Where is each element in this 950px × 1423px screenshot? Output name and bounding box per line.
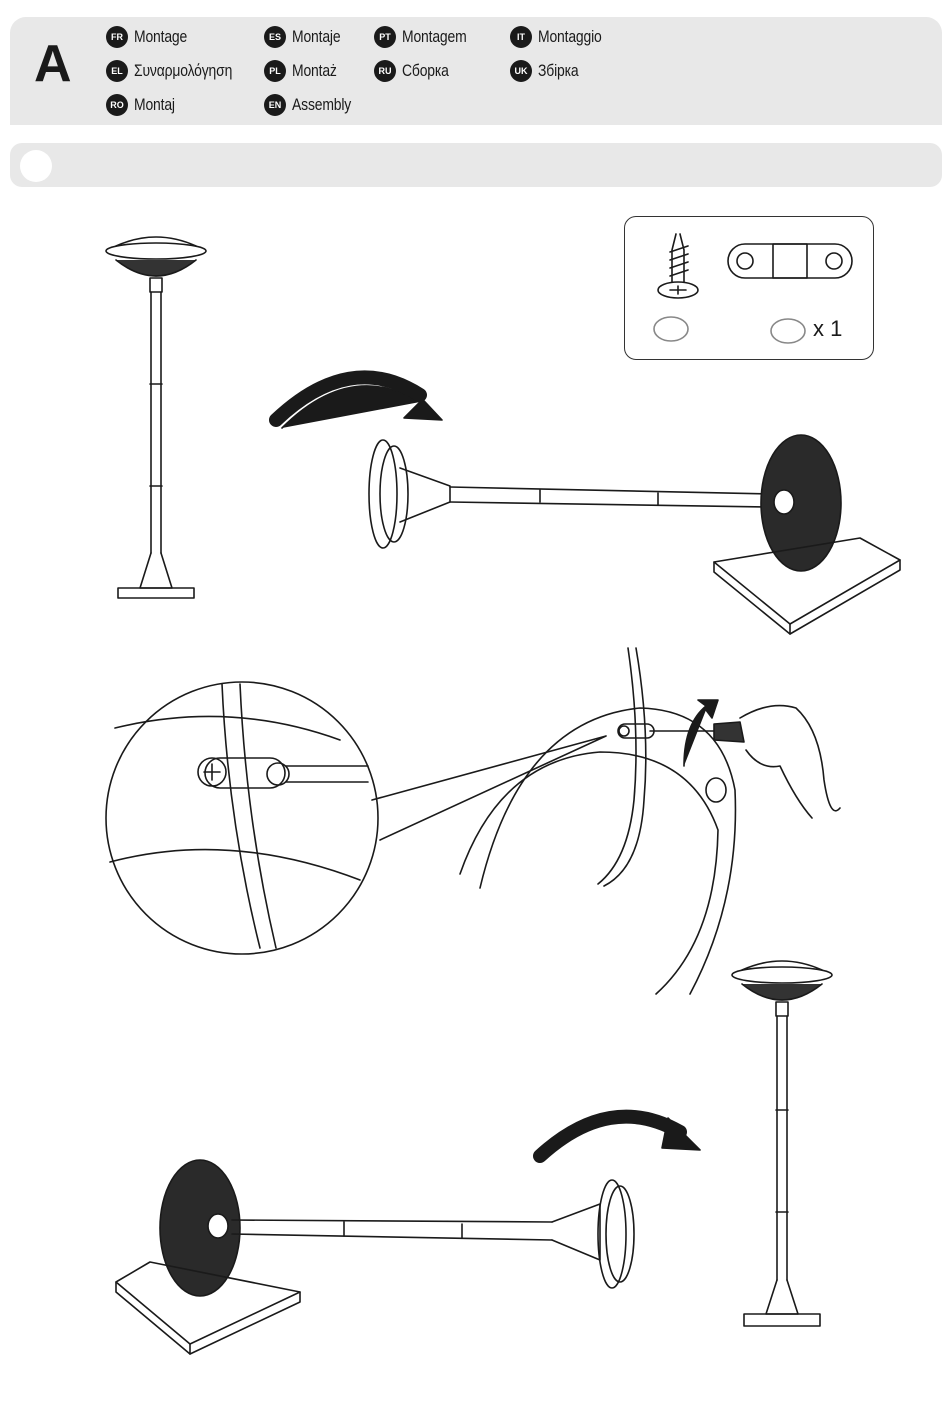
checkbox-circle [654,317,688,341]
heater-standing-icon [732,961,832,1326]
heater-standing-icon [106,237,206,598]
heater-dome-detail [460,648,735,994]
rotate-arrow-icon [540,1117,680,1156]
screw-icon [658,234,698,298]
screwdriver-icon [650,706,840,818]
rotate-arrow-icon [662,1118,700,1150]
heater-lying-icon [116,1160,634,1354]
cable-clip-icon [728,244,852,278]
rotate-arrow-icon [684,700,718,766]
heater-lying-icon [369,435,900,634]
checkbox-circle [771,319,805,343]
detail-magnifier [106,682,606,954]
